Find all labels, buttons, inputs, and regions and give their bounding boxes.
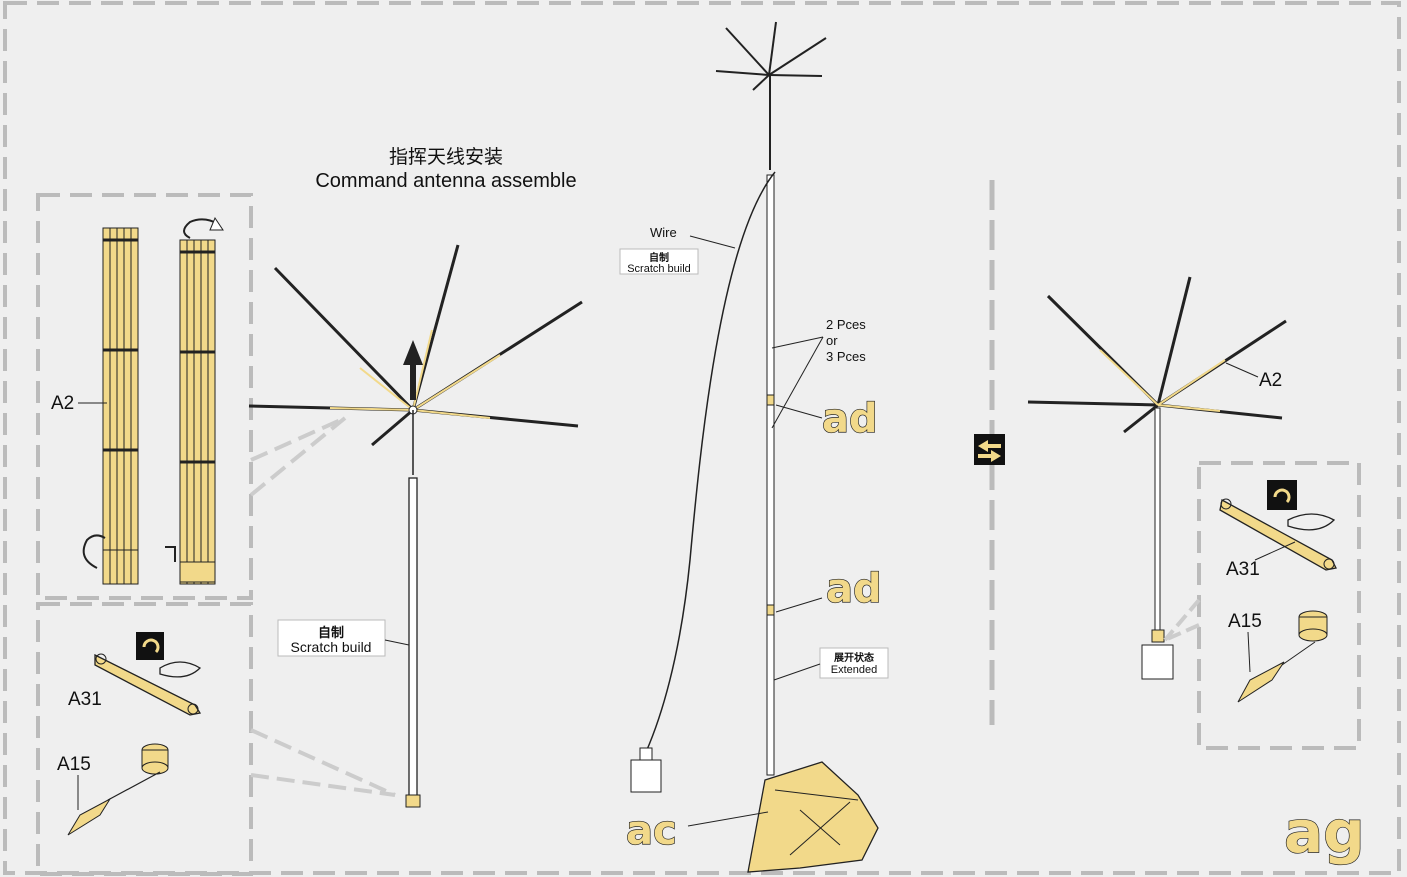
pieces-line-1: 2 Pces xyxy=(826,317,866,332)
pieces-line-3: 3 Pces xyxy=(826,349,866,364)
callout-ad-upper: ad xyxy=(822,396,878,442)
scratch-en-center: Scratch build xyxy=(627,263,691,275)
title-en: Command antenna assemble xyxy=(315,170,576,192)
a2-strip-sheet-back xyxy=(179,239,216,585)
step-label: ag xyxy=(1284,798,1365,866)
wire-connector xyxy=(630,747,662,793)
zoom-connector xyxy=(250,416,346,462)
label-a2-left: A2 xyxy=(51,393,74,414)
part-a15-right xyxy=(1237,610,1328,703)
label-a31-left: A31 xyxy=(68,689,102,710)
label-a15-left: A15 xyxy=(57,754,91,775)
extended-tag: 展开状态 Extended xyxy=(773,647,889,681)
antenna-left xyxy=(248,244,583,808)
zoom-connector xyxy=(250,773,396,797)
part-a31-right xyxy=(1219,498,1337,571)
antenna-right xyxy=(1027,276,1287,680)
scratch-cn-center: 自制 xyxy=(649,251,669,264)
rotate-badge-icon xyxy=(1267,480,1297,510)
callout-ad-lower: ad xyxy=(826,566,882,612)
a2-strip-sheet-front xyxy=(102,227,139,585)
label-a2-right: A2 xyxy=(1259,370,1282,391)
rotate-icon xyxy=(165,546,176,562)
wire xyxy=(645,171,776,753)
arrow-up-icon xyxy=(403,340,423,400)
label-a15-right: A15 xyxy=(1228,611,1262,632)
zoom-connector xyxy=(250,728,396,797)
rotate-ccw-icon xyxy=(1273,488,1291,504)
label-a31-right: A31 xyxy=(1226,559,1260,580)
mast-center xyxy=(766,174,775,776)
scratch-en-left: Scratch build xyxy=(291,639,372,655)
rotate-icon xyxy=(183,218,219,239)
zoom-connector xyxy=(1163,598,1201,642)
zoom-connector xyxy=(249,416,347,497)
clip-outline-icon xyxy=(159,661,202,678)
clip-outline-icon xyxy=(1287,513,1336,531)
swap-icon xyxy=(974,434,1005,465)
part-a31-left xyxy=(94,653,202,716)
wire-label: Wire xyxy=(650,225,677,240)
detail-box-right: A31 A15 xyxy=(1197,461,1361,750)
extended-cn: 展开状态 xyxy=(834,651,874,664)
callout-ac: ac xyxy=(626,808,677,854)
outer-frame xyxy=(3,1,1401,875)
rotate-arrowhead-icon xyxy=(209,216,224,231)
scratch-build-tag-left: 自制 Scratch build xyxy=(277,619,410,657)
zoom-connector xyxy=(1164,623,1200,642)
extended-en: Extended xyxy=(831,664,877,676)
detail-box-a31-a15: A31 A15 xyxy=(36,602,253,876)
rotate-icon xyxy=(82,534,106,569)
detail-box-a2: A2 xyxy=(36,193,253,600)
antenna-center xyxy=(630,21,879,873)
mast-base xyxy=(747,761,879,873)
mast-left xyxy=(408,477,418,799)
pieces-line-2: or xyxy=(826,333,838,348)
title-cn: 指挥天线安装 xyxy=(389,146,503,168)
part-a15-left xyxy=(67,743,169,836)
rotate-ccw-icon xyxy=(142,638,160,654)
mast-right xyxy=(1154,407,1161,631)
rotate-badge-icon xyxy=(136,632,164,660)
scratch-cn-left: 自制 xyxy=(318,625,344,640)
scratch-build-tag-center: 自制 Scratch build xyxy=(619,248,699,275)
